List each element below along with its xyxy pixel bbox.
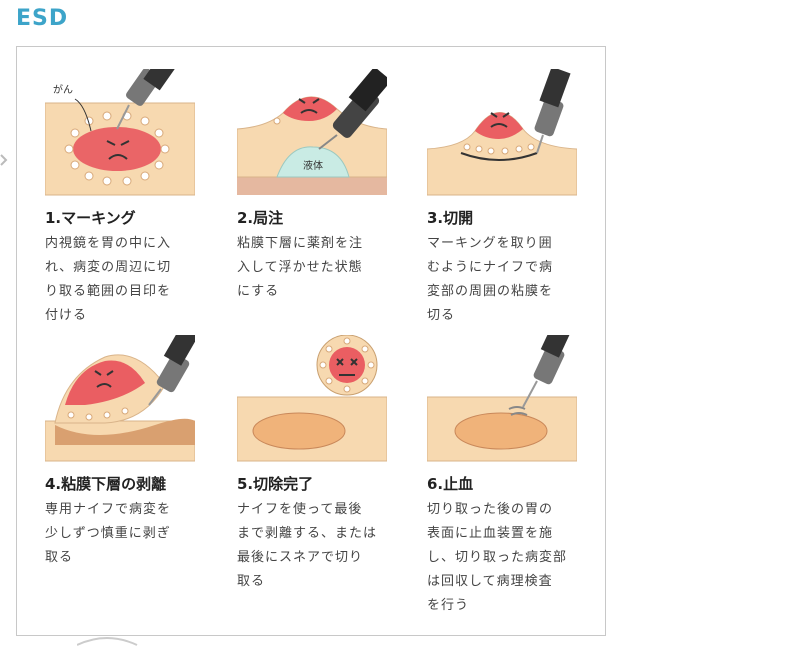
step-title: 2.局注: [237, 209, 284, 227]
incision-diagram-icon: [427, 69, 577, 196]
step-description: ナイフを使って最後まで剥離する、または 最後にスネアで切り取る: [237, 502, 378, 589]
step-title: 1.マーキング: [45, 209, 136, 227]
step-description: 粘膜下層に薬剤を注入して浮かせた状態 にする: [237, 236, 364, 299]
step-4: 4.粘膜下層の剥離 専用ナイフで病変を少しずつ慎重に剥ぎ 取る: [45, 335, 215, 570]
step-title: 6.止血: [427, 475, 474, 493]
step-description: 内視鏡を胃の中に入れ、病変の周辺に切 り取る範囲の目印を付ける: [45, 236, 172, 323]
fluid-label: 液体: [303, 159, 323, 172]
marking-diagram-icon: がん: [45, 69, 195, 196]
injection-diagram-icon: 液体: [237, 69, 387, 195]
step-3: 3.切開 マーキングを取り囲むようにナイフで病 変部の周囲の粘膜を切る: [427, 69, 597, 328]
page-title: ESD: [16, 6, 69, 31]
hemostasis-diagram-icon: [427, 335, 577, 462]
step-1: がん 1.マーキング 内視鏡を胃の中に入れ、病変の周辺に切 り取る範囲の目印を付…: [45, 69, 215, 328]
dissection-diagram-icon: [45, 335, 195, 462]
chevron-right-icon: [0, 154, 8, 166]
step-title: 5.切除完了: [237, 475, 314, 493]
cancer-label: がん: [53, 83, 73, 96]
esd-steps-panel: がん 1.マーキング 内視鏡を胃の中に入れ、病変の周辺に切 り取る範囲の目印を付…: [16, 46, 606, 646]
step-5: 5.切除完了 ナイフを使って最後まで剥離する、または 最後にスネアで切り取る: [237, 335, 407, 594]
step-description: 切り取った後の胃の表面に止血装置を施 し、切り取った病変部は回収して病理検査 を…: [427, 502, 568, 613]
step-2: 液体 2.局注 粘膜下層に薬剤を注入して浮かせた状態 にする: [237, 69, 407, 304]
step-title: 4.粘膜下層の剥離: [45, 475, 167, 493]
step-6: 6.止血 切り取った後の胃の表面に止血装置を施 し、切り取った病変部は回収して病…: [427, 335, 597, 618]
step-description: 専用ナイフで病変を少しずつ慎重に剥ぎ 取る: [45, 502, 172, 565]
decorative-divider-icon: [77, 637, 138, 646]
step-title: 3.切開: [427, 209, 474, 227]
resection-complete-diagram-icon: [237, 335, 387, 462]
step-description: マーキングを取り囲むようにナイフで病 変部の周囲の粘膜を切る: [427, 236, 554, 323]
